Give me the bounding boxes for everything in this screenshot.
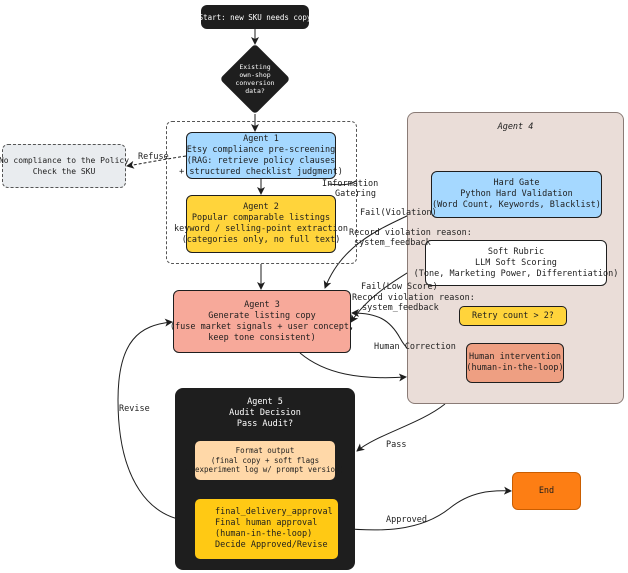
hard-gate-node: Hard Gate Python Hard Validation (Word C… <box>431 171 602 218</box>
agent5-title-line: Pass Audit? <box>236 419 294 429</box>
final-line: Final human approval <box>215 518 318 528</box>
agent1-line: + structured checklist judgment) <box>179 166 343 177</box>
edge-label-record-reason-1: Record violation reason: <box>349 228 472 238</box>
hard-gate-line: (Word Count, Keywords, Blacklist) <box>432 200 601 210</box>
agent3-node: Agent 3 Generate listing copy (fuse mark… <box>169 290 355 353</box>
decision-line: Existing <box>239 63 271 71</box>
format-line: + experiment log w/ prompt version) <box>185 465 345 475</box>
final-line: (human-in-the-loop) <box>215 529 313 539</box>
start-node: Start: new SKU needs copy <box>198 5 312 29</box>
edge-agent3-to-agent4 <box>299 352 407 382</box>
soft-rubric-node: Soft Rubric LLM Soft Scoring (Tone, Mark… <box>414 240 618 286</box>
refuse-node: No compliance to the Policy Check the SK… <box>0 144 130 188</box>
agent4-title-text: Agent 4 <box>497 122 534 132</box>
edge-label-fail-low: Fail(Low Score) <box>361 282 438 292</box>
edge-label-approved: Approved <box>386 515 427 525</box>
agent3-line: (fuse market signals + user concept, <box>169 321 355 332</box>
edge-agent1-to-refuse <box>126 155 187 169</box>
agent1-title: Agent 1 <box>243 133 279 144</box>
final-approval-node: final_delivery_approval Final human appr… <box>194 498 339 560</box>
format-title: Format output <box>235 446 295 456</box>
decision-line: data? <box>245 87 265 95</box>
decision-line: conversion <box>235 79 275 87</box>
format-line: (final copy + soft flags <box>210 455 320 465</box>
agent1-line: Etsy compliance pre-screening <box>186 144 336 155</box>
decision-line: own-shop <box>239 71 271 79</box>
soft-rubric-line: (Tone, Marketing Power, Differentiation) <box>413 268 619 279</box>
edge-agent4-pass <box>356 403 446 452</box>
human-line: Human intervention <box>468 352 562 362</box>
edge-label-info-gathering-1: Information <box>322 179 379 189</box>
agent1-line: (RAG: retrieve policy clauses <box>186 155 336 166</box>
edge-approved-to-end <box>338 486 512 531</box>
agent5-title-line: Audit Decision <box>229 408 301 418</box>
edge-label-human-correction: Human Correction <box>374 342 456 352</box>
edge-label-revise: Revise <box>119 404 150 414</box>
soft-rubric-line: LLM Soft Scoring <box>475 257 557 268</box>
edge-label-fail-violation: Fail(Violation) <box>360 208 437 218</box>
end-node: End <box>512 472 581 510</box>
decision-text: Existing own-shop conversion data? <box>220 44 290 114</box>
retry-label: Retry count > 2? <box>472 310 554 321</box>
soft-rubric-title: Soft Rubric <box>487 246 545 257</box>
refuse-line: No compliance to the Policy <box>0 156 130 165</box>
final-line: final_delivery_approval <box>215 507 333 517</box>
edge-label-refuse: Refuse <box>138 152 169 162</box>
human-intervention-node: Human intervention (human-in-the-loop) <box>466 343 564 383</box>
edge-revise-to-agent3 <box>117 318 194 522</box>
format-output-node: Format output (final copy + soft flags +… <box>186 440 344 481</box>
edge-label-record-reason-2b: system_feedback <box>362 303 439 313</box>
agent2-line: Popular comparable listings <box>191 213 331 223</box>
agent2-title: Agent 2 <box>243 202 279 212</box>
decision-node: Existing own-shop conversion data? <box>219 43 291 115</box>
agent1-node: Agent 1 Etsy compliance pre-screening (R… <box>179 132 343 179</box>
agent3-title: Agent 3 <box>244 299 280 310</box>
hard-gate-title: Hard Gate <box>493 178 540 188</box>
edge-info-gathering <box>327 179 358 186</box>
agent2-node: Agent 2 Popular comparable listings keyw… <box>174 195 348 253</box>
agent1-agent2-group <box>166 121 357 264</box>
final-line: Decide Approved/Revise <box>215 540 328 550</box>
edge-label-info-gathering-2: Gatering <box>335 189 376 199</box>
agent4-title: Agent 4 <box>407 122 624 133</box>
agent3-line: Generate listing copy <box>208 310 316 321</box>
start-label: Start: new SKU needs copy <box>198 12 312 22</box>
agent5-title-line: Agent 5 <box>247 397 283 407</box>
edge-label-record-reason-1b: system_feedback <box>354 238 431 248</box>
agent2-line: (categories only, no full text) <box>181 235 341 245</box>
refuse-line: Check the SKU <box>32 167 96 176</box>
edge-label-pass: Pass <box>386 440 407 450</box>
edge-label-record-reason-2: Record violation reason: <box>352 293 475 303</box>
agent3-line: keep tone consistent) <box>208 332 316 343</box>
hard-gate-line: Python Hard Validation <box>460 189 573 199</box>
agent5-title: Agent 5 Audit Decision Pass Audit? <box>175 397 355 430</box>
retry-node: Retry count > 2? <box>459 306 567 326</box>
agent2-line: keyword / selling-point extraction <box>174 224 348 234</box>
end-label: End <box>538 485 555 496</box>
human-line: (human-in-the-loop) <box>466 363 564 373</box>
